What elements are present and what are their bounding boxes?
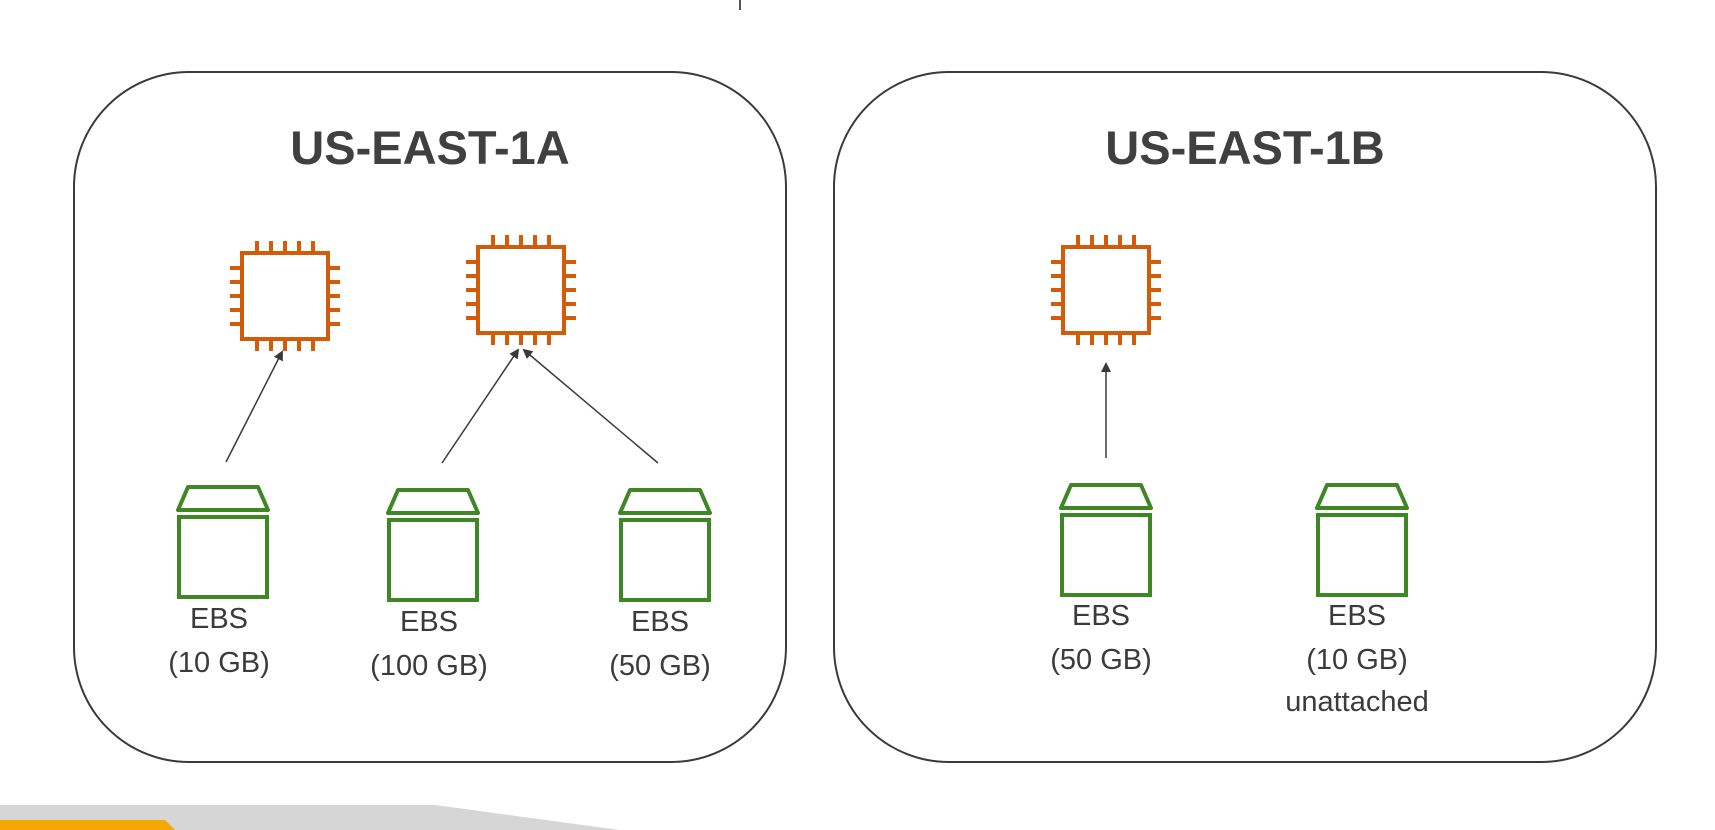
attachment-arrow (441, 348, 520, 464)
ebs-volume-icon (386, 488, 480, 602)
availability-zone-us-east-1a: US-EAST-1A (73, 71, 787, 763)
volume-label: EBS (631, 606, 689, 638)
volume-size: (100 GB) (370, 650, 488, 682)
volume-label: EBS (400, 606, 458, 638)
ebs-volume-icon (1059, 483, 1153, 597)
volume-size: (10 GB) (1306, 644, 1408, 676)
volume-label: EBS (1072, 600, 1130, 632)
ec2-instance-icon (466, 235, 576, 345)
volume-status: unattached (1285, 686, 1429, 718)
ebs-volume-icon (176, 485, 270, 599)
ec2-instance-icon (230, 241, 340, 351)
ebs-volume-icon (618, 488, 712, 602)
volume-label: EBS (1328, 600, 1386, 632)
zone-title: US-EAST-1B (1105, 121, 1384, 174)
zone-border (833, 71, 1657, 763)
attachment-arrow (225, 350, 283, 463)
ec2-instance-icon (1051, 235, 1161, 345)
zone-title: US-EAST-1A (290, 121, 569, 174)
attachment-arrow (522, 348, 659, 464)
volume-size: (10 GB) (168, 647, 270, 679)
orange-accent-bar (0, 820, 175, 830)
volume-label: EBS (190, 603, 248, 635)
zone-border (73, 71, 787, 763)
volume-size: (50 GB) (1050, 644, 1152, 676)
ebs-volume-icon (1315, 483, 1409, 597)
availability-zone-us-east-1b: US-EAST-1B (833, 71, 1657, 763)
volume-size: (50 GB) (609, 650, 711, 682)
